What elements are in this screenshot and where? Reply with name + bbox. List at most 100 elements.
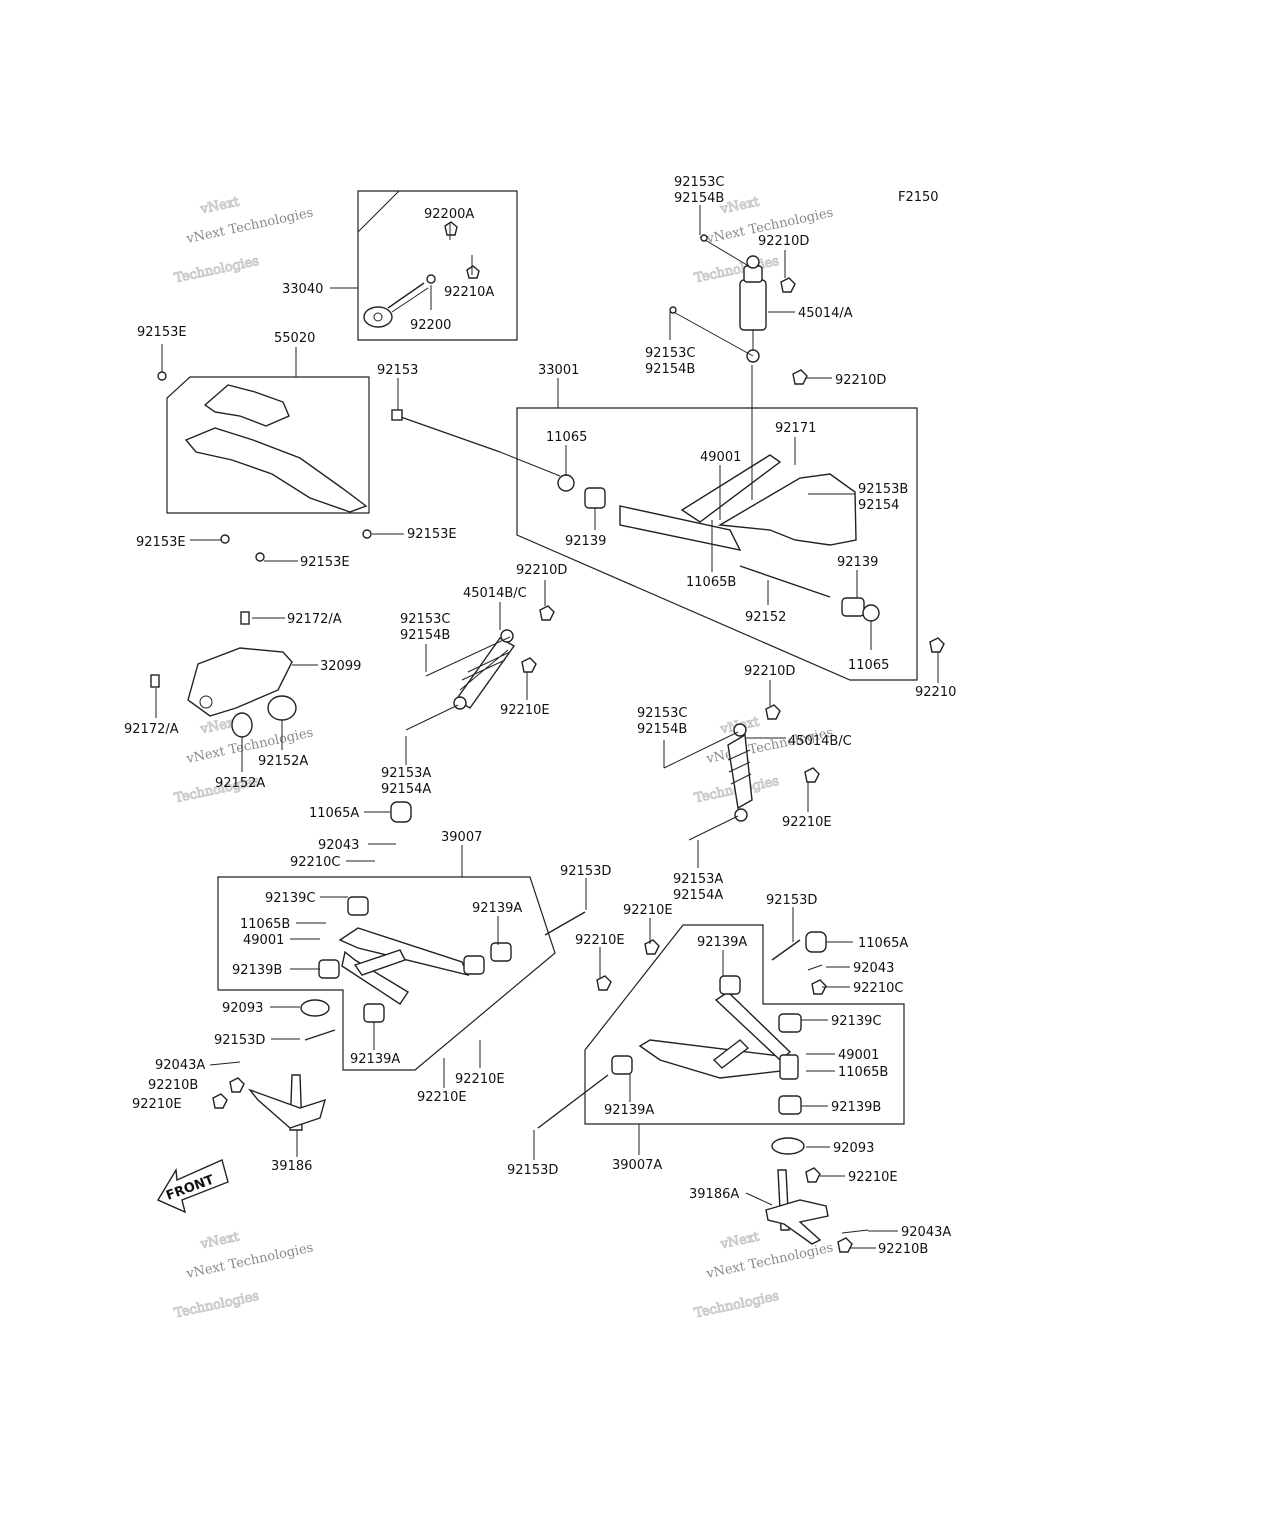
part-number: 92139 xyxy=(565,534,606,549)
part-number: 92139C xyxy=(265,891,315,906)
part-number: 92172/A xyxy=(287,612,342,627)
part-number: 92210D xyxy=(758,234,809,249)
figure-code: F2150 xyxy=(898,190,939,205)
part-number: 92154 xyxy=(858,498,899,513)
watermark-bottom-left: vNext vNext Technologies Technologies xyxy=(173,1229,315,1322)
part-number: 92210D xyxy=(516,563,567,578)
part-number: 92153C xyxy=(674,175,724,190)
part-number: 92152 xyxy=(745,610,786,625)
part-number: 92210E xyxy=(575,933,625,948)
part-number: 92210A xyxy=(444,285,494,300)
part-number: 92152A xyxy=(258,754,308,769)
front-right-shock xyxy=(663,704,820,841)
part-number: 92153D xyxy=(560,864,611,879)
watermark-brand: vNext xyxy=(718,194,761,217)
part-number: 92043A xyxy=(155,1058,205,1073)
part-number: 92139A xyxy=(604,1103,654,1118)
part-number: 92200A xyxy=(424,207,474,222)
part-number: 92153E xyxy=(407,527,457,542)
left-a-arm-group-box xyxy=(217,876,556,1071)
part-number: 92043 xyxy=(318,838,359,853)
guard-group-box xyxy=(166,376,370,514)
part-number: 92154B xyxy=(645,362,695,377)
part-number: 49001 xyxy=(243,933,284,948)
part-number: 49001 xyxy=(838,1048,879,1063)
part-number: 32099 xyxy=(320,659,361,674)
part-number: 92153D xyxy=(766,893,817,908)
front-left-shock xyxy=(405,605,555,731)
part-number: 92171 xyxy=(775,421,816,436)
part-number: 92153C xyxy=(400,612,450,627)
part-number: 39186A xyxy=(689,1187,739,1202)
part-number: 92154B xyxy=(400,628,450,643)
part-number: 45014B/C xyxy=(463,586,527,601)
watermark-bottom-right: vNext vNext Technologies Technologies xyxy=(693,1229,835,1322)
part-number: 92139A xyxy=(350,1052,400,1067)
part-number: 92043A xyxy=(901,1225,951,1240)
part-number: 92154A xyxy=(673,888,723,903)
rear-shock-absorber xyxy=(739,255,767,363)
part-number: 92139B xyxy=(831,1100,881,1115)
part-number: 92152A xyxy=(215,776,265,791)
watermark-brand: vNext xyxy=(718,1229,761,1252)
part-number: 92139B xyxy=(232,963,282,978)
part-number: 92210E xyxy=(848,1170,898,1185)
part-number: 11065B xyxy=(838,1065,888,1080)
part-number: 11065B xyxy=(686,575,736,590)
part-number: 92154B xyxy=(637,722,687,737)
part-number: 92210D xyxy=(835,373,886,388)
part-number: 92153E xyxy=(136,535,186,550)
watermark-middle-right: vNext vNext Technologies Technologies xyxy=(693,714,835,807)
shock-bolts xyxy=(669,234,808,385)
part-number: 92210E xyxy=(455,1072,505,1087)
part-number: 92153E xyxy=(300,555,350,570)
part-number: 39186 xyxy=(271,1159,312,1174)
part-number: 92153D xyxy=(214,1033,265,1048)
part-number: 92154A xyxy=(381,782,431,797)
part-number: 92153E xyxy=(137,325,187,340)
chain-adjuster xyxy=(363,221,480,328)
part-number: 33040 xyxy=(282,282,323,297)
part-number: 92210E xyxy=(623,903,673,918)
part-labels: 92153C 92154B 92210D 45014/A 92153C 9215… xyxy=(124,175,956,1257)
mount-bracket xyxy=(150,611,297,738)
right-a-arm-group-box xyxy=(584,924,905,1125)
watermark-word: Technologies xyxy=(693,1289,780,1322)
left-steering-knuckle xyxy=(212,1074,327,1131)
chain-guard xyxy=(157,371,372,562)
part-number: 11065A xyxy=(309,806,359,821)
part-number: 11065 xyxy=(848,658,889,673)
part-number: 92139A xyxy=(472,901,522,916)
part-number: 92153C xyxy=(637,706,687,721)
part-number: 11065B xyxy=(240,917,290,932)
part-number: 45014/A xyxy=(798,306,853,321)
part-number: 92153D xyxy=(507,1163,558,1178)
part-number: 92093 xyxy=(222,1001,263,1016)
part-number: 11065A xyxy=(858,936,908,951)
part-number: 92153 xyxy=(377,363,418,378)
bump-stops xyxy=(390,801,827,953)
part-number: 92210 xyxy=(915,685,956,700)
adjuster-group-box xyxy=(357,190,518,341)
watermark-top-left: vNext vNext Technologies Technologies xyxy=(173,194,315,287)
part-number: 49001 xyxy=(700,450,741,465)
part-number: 92153B xyxy=(858,482,908,497)
part-number: 92139A xyxy=(697,935,747,950)
watermark-brand: vNext xyxy=(198,194,241,217)
part-number: 92172/A xyxy=(124,722,179,737)
right-a-arm xyxy=(537,939,827,1129)
part-number: 92210E xyxy=(417,1090,467,1105)
part-number: 92210D xyxy=(744,664,795,679)
part-number: 92139C xyxy=(831,1014,881,1029)
left-a-arm xyxy=(209,896,586,1066)
part-number: 92043 xyxy=(853,961,894,976)
part-number: 92154B xyxy=(674,191,724,206)
part-number: 92210E xyxy=(782,815,832,830)
part-number: 92210E xyxy=(500,703,550,718)
swingarm-group-box xyxy=(516,407,918,681)
part-number: 92093 xyxy=(833,1141,874,1156)
watermark-word: Technologies xyxy=(173,254,260,287)
part-number: 92210E xyxy=(132,1097,182,1112)
part-number: 92210B xyxy=(148,1078,198,1093)
